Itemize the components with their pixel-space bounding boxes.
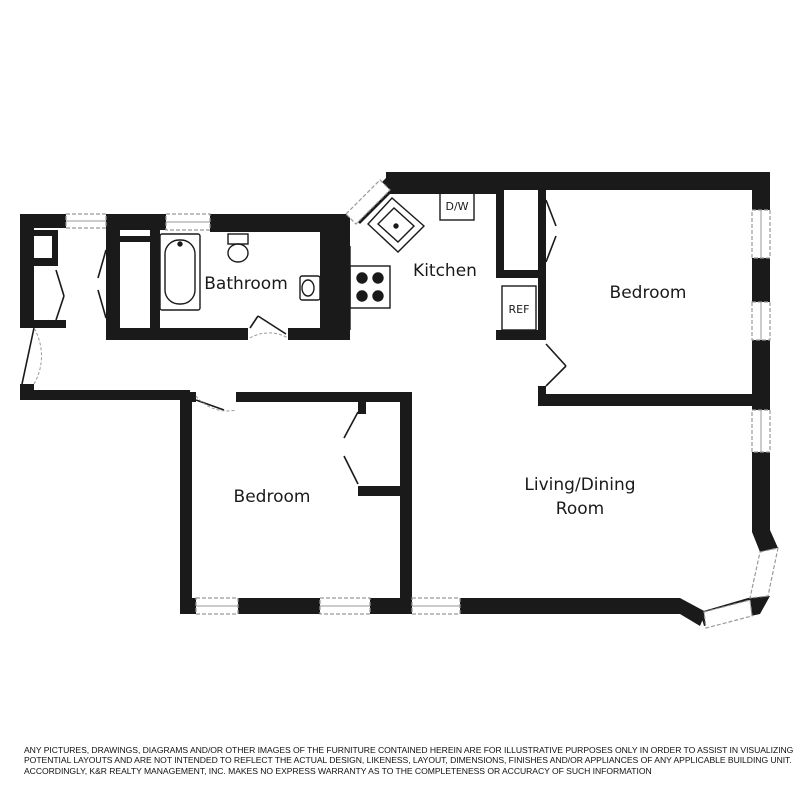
kitchen-top-wall: [390, 188, 498, 194]
walls: [20, 172, 778, 626]
disclaimer-line-1: ANY PICTURES, DRAWINGS, DIAGRAMS AND/OR …: [24, 745, 794, 755]
bedroom-left-wall: [180, 392, 192, 614]
wall-right-2: [752, 258, 770, 302]
bath-door-icon: [249, 315, 259, 329]
bedroom-left-right: [400, 392, 412, 614]
dishwasher-icon: [439, 191, 475, 221]
toilet-icon: [227, 233, 249, 263]
closet-kitchen-left: [496, 190, 504, 276]
corridor-bottom-wall: [20, 390, 190, 400]
room-label-bathroom: Bathroom: [204, 274, 288, 294]
hall-closet-bottom: [106, 328, 156, 340]
bedroom-left-door-icon: [195, 399, 225, 411]
wall-right-1: [752, 172, 770, 210]
disclaimer-line-2: POTENTIAL LAYOUTS AND ARE NOT INTENDED T…: [24, 755, 792, 766]
wall-top-left: [20, 214, 66, 228]
wall-top-mid: [106, 214, 166, 230]
kitchen-sink-icon: [367, 197, 426, 253]
window-panes: [66, 210, 762, 607]
window-bay-right: [749, 547, 779, 599]
bath-wall-bottom-left: [150, 328, 248, 340]
sink-icon: [299, 275, 321, 301]
bedroom-closet-bottom: [358, 486, 408, 496]
bathtub-icon: [159, 233, 201, 311]
wall-top-bath: [210, 214, 350, 232]
bath-wall-left: [150, 230, 160, 340]
entry-door-icon: [21, 327, 35, 385]
room-label-bedroom-left: Bedroom: [234, 487, 311, 507]
closet-kitchen-bottom: [496, 270, 542, 278]
closet-left-bottom: [26, 320, 66, 328]
room-label-living-line1: Living/Dining: [524, 475, 635, 495]
appliance-label-dishwasher: D/W: [445, 200, 468, 213]
doors: [21, 199, 567, 485]
window-angle-kitchen: [345, 179, 391, 225]
bedroom-left-top-right: [236, 392, 410, 402]
room-label-kitchen: Kitchen: [413, 261, 477, 281]
window-bay-bottom: [703, 599, 753, 629]
closet-left-top: [26, 230, 56, 236]
appliance-label-refrigerator: REF: [509, 303, 530, 316]
hall-closet-top: [106, 236, 156, 242]
closet-left-wall: [52, 230, 58, 266]
refrigerator-icon: [501, 285, 537, 331]
wall-bottom-right: [460, 598, 706, 626]
disclaimer-line-3: ACCORDINGLY, K&R REALTY MANAGEMENT, INC.…: [24, 765, 652, 776]
fridge-bottom-wall: [496, 330, 546, 340]
bedroom-right-door-icon: [545, 343, 567, 367]
closet-left-shelf: [26, 258, 56, 266]
windows: [65, 179, 779, 629]
disclaimer: ANY PICTURES, DRAWINGS, DIAGRAMS AND/OR …: [24, 745, 794, 776]
bathroom-fixtures: [159, 233, 321, 311]
kitchen-fixtures: [349, 191, 537, 331]
stove-icon: [349, 265, 391, 309]
wall-top-right: [386, 172, 770, 190]
kitchen-wall-left: [338, 214, 350, 340]
wall-bottom-left-mid: [238, 598, 320, 614]
bedroom-right-bottom: [538, 394, 752, 406]
wall-right-4: [752, 452, 778, 552]
room-label-bedroom-right: Bedroom: [610, 283, 687, 303]
wall-left-outer: [20, 214, 34, 328]
closet-kitchen-right: [538, 190, 546, 340]
bedroom-closet-wall: [358, 402, 366, 414]
wall-right-3: [752, 340, 770, 410]
room-label-living-line2: Room: [556, 499, 604, 519]
hall-closet-wall: [106, 230, 120, 340]
